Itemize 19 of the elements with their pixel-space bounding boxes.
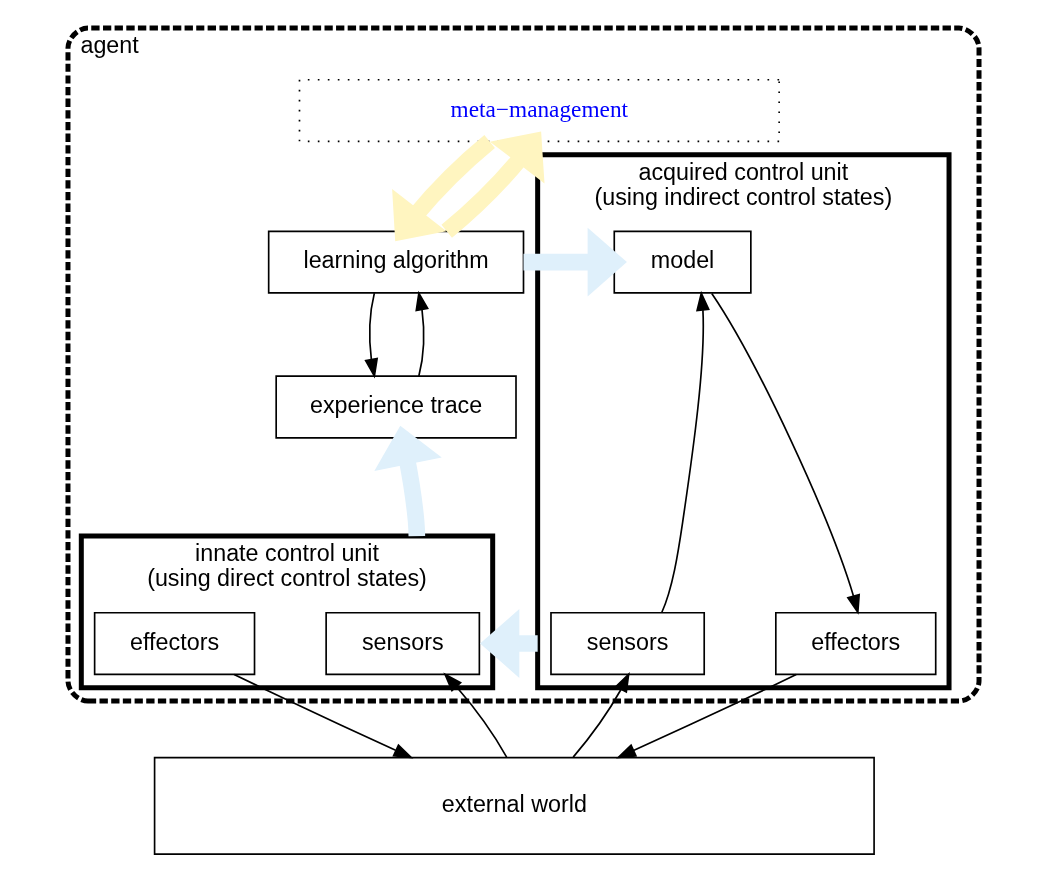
arrow [374, 425, 442, 537]
arrow [660, 290, 710, 614]
node-box: external world [153, 756, 875, 856]
arrow [710, 292, 861, 615]
arrow [572, 672, 630, 758]
node-box: sensors [325, 611, 481, 676]
node-box: effectors [775, 611, 937, 676]
arrow [415, 290, 429, 377]
arrow [523, 227, 627, 297]
arrow [443, 672, 508, 758]
node-box: experience trace [275, 375, 517, 439]
arrow [616, 673, 798, 759]
node-box: sensors [550, 611, 706, 676]
node-box: model [613, 230, 752, 294]
node-box: meta−management [298, 78, 780, 143]
arrow [233, 673, 414, 759]
arrow [364, 292, 379, 379]
node-box: effectors [93, 611, 256, 676]
node-box: learning algorithm [267, 230, 525, 294]
